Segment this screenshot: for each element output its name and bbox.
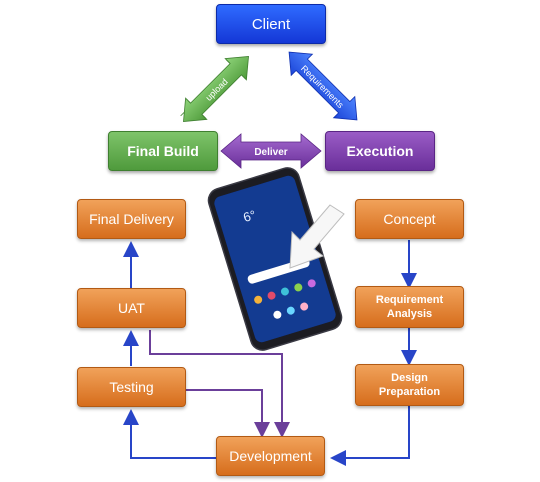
concept-box: Concept xyxy=(355,199,464,239)
final-delivery-label: Final Delivery xyxy=(89,211,174,227)
uat-to-development-arrow xyxy=(149,330,290,438)
client-label: Client xyxy=(251,15,291,33)
execution-box: Execution xyxy=(325,131,435,171)
execution-label: Execution xyxy=(346,143,414,159)
phone-clock: 6° xyxy=(241,207,257,225)
requirement-analysis-line-1: Requirement xyxy=(375,294,444,306)
deliver-double-arrow: Deliver xyxy=(220,133,322,169)
requirement-analysis-box: Requirement Analysis xyxy=(355,286,464,328)
requirements-label: Requirements xyxy=(299,63,346,110)
final-build-box: Final Build xyxy=(108,131,218,171)
development-label: Development xyxy=(229,448,312,464)
testing-to-development-arrow xyxy=(186,389,270,438)
development-to-testing-arrow xyxy=(123,409,216,459)
phone-pointer-arrow xyxy=(289,204,345,269)
design-preparation-line-2: Preparation xyxy=(378,386,441,398)
concept-label: Concept xyxy=(383,211,436,227)
upload-double-arrow: upload xyxy=(180,56,249,122)
requirements-double-arrow: Requirements xyxy=(288,51,358,121)
uat-box: UAT xyxy=(77,288,186,328)
requirement-analysis-line-2: Analysis xyxy=(386,308,433,320)
phone-app-icons xyxy=(254,279,316,319)
uat-label: UAT xyxy=(118,300,145,316)
testing-label: Testing xyxy=(109,379,154,395)
development-box: Development xyxy=(216,436,325,476)
design-to-development-arrow xyxy=(330,405,410,466)
design-preparation-line-1: Design xyxy=(391,372,428,384)
client-box: Client xyxy=(216,4,326,44)
smartphone-illustration: 6° xyxy=(207,167,343,351)
deliver-label: Deliver xyxy=(254,147,287,158)
final-delivery-box: Final Delivery xyxy=(77,199,186,239)
design-preparation-box: Design Preparation xyxy=(355,364,464,406)
final-build-label: Final Build xyxy=(127,143,199,159)
testing-box: Testing xyxy=(77,367,186,407)
